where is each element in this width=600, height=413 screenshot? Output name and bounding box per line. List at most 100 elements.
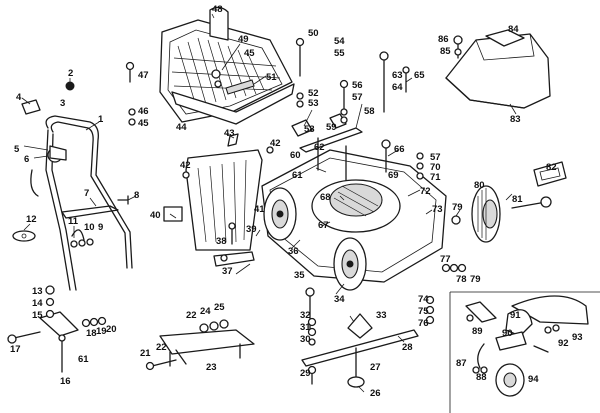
callout-77: 77	[440, 254, 451, 265]
callout-68: 68	[320, 192, 331, 203]
callout-52: 52	[308, 88, 319, 99]
callout-17: 17	[10, 344, 21, 355]
callout-74: 74	[418, 294, 429, 305]
callout-2: 2	[68, 68, 73, 79]
callout-57-b: 57	[430, 152, 441, 163]
callout-71: 71	[430, 172, 441, 183]
callout-40: 40	[150, 210, 161, 221]
lower-handle-bracket	[7, 285, 107, 373]
callout-91: 91	[510, 310, 521, 321]
callout-57-a: 57	[352, 92, 363, 103]
callout-51: 51	[266, 72, 277, 83]
callout-60: 60	[290, 150, 301, 161]
callout-88: 88	[476, 372, 487, 383]
callout-9: 9	[98, 222, 103, 233]
callout-24: 24	[200, 306, 211, 317]
callout-labels: 1 2 4 3 5 6 7 8 11 10 9 12 13 14 15 17 1…	[10, 4, 583, 399]
callout-25: 25	[214, 302, 225, 313]
callout-86: 86	[438, 34, 449, 45]
callout-29: 29	[300, 368, 311, 379]
callout-31: 31	[300, 322, 311, 333]
callout-33: 33	[376, 310, 387, 321]
callout-45-b: 45	[244, 48, 255, 59]
callout-87: 87	[456, 358, 467, 369]
callout-32: 32	[300, 310, 311, 321]
rear-flap	[163, 133, 274, 267]
callout-59: 59	[326, 122, 337, 133]
callout-42-a: 42	[180, 160, 191, 171]
callout-7: 7	[84, 188, 89, 199]
callout-65: 65	[414, 70, 425, 81]
callout-73: 73	[432, 204, 443, 215]
motor-cover	[445, 29, 551, 109]
callout-67: 67	[318, 220, 329, 231]
callout-39: 39	[246, 224, 257, 235]
callout-78: 78	[456, 274, 467, 285]
callout-43: 43	[224, 128, 235, 139]
mower-deck	[261, 37, 447, 283]
callout-13: 13	[32, 286, 43, 297]
callout-49: 49	[238, 34, 249, 45]
callout-44: 44	[176, 122, 187, 133]
callout-8: 8	[134, 190, 139, 201]
callout-6: 6	[24, 154, 29, 165]
callout-79-b: 79	[470, 274, 481, 285]
callout-75: 75	[418, 306, 429, 317]
callout-46: 46	[138, 106, 149, 117]
callout-21: 21	[140, 348, 151, 359]
callout-23: 23	[206, 362, 217, 373]
rear-wheel-lower	[333, 237, 367, 291]
callout-41: 41	[254, 204, 265, 215]
callout-38: 38	[216, 236, 227, 247]
callout-83: 83	[510, 114, 521, 125]
callout-69: 69	[388, 170, 399, 181]
callout-53: 53	[308, 98, 319, 109]
callout-70: 70	[430, 162, 441, 173]
callout-10: 10	[84, 222, 95, 233]
callout-63: 63	[392, 70, 403, 81]
callout-19: 19	[96, 326, 107, 337]
axle-spacers	[425, 263, 467, 325]
callout-50: 50	[308, 28, 319, 39]
callout-84: 84	[508, 24, 519, 35]
callout-82: 82	[546, 162, 557, 173]
callout-54: 54	[334, 36, 345, 47]
callout-61-lower: 61	[78, 354, 89, 365]
grass-catcher	[125, 6, 295, 126]
callout-11: 11	[68, 216, 79, 227]
callout-56: 56	[352, 80, 363, 91]
callout-92: 92	[558, 338, 569, 349]
callout-5: 5	[14, 144, 20, 155]
callout-16: 16	[60, 376, 71, 387]
callout-62: 62	[314, 142, 325, 153]
callout-66: 66	[394, 144, 405, 155]
callout-22-a: 22	[156, 342, 167, 353]
callout-1: 1	[98, 114, 104, 125]
callout-81: 81	[512, 194, 523, 205]
callout-26: 26	[370, 388, 381, 399]
callout-79-a: 79	[452, 202, 463, 213]
callout-64: 64	[392, 82, 403, 93]
callout-30: 30	[300, 334, 311, 345]
detached-wheel	[451, 161, 567, 243]
callout-22-b: 22	[186, 310, 197, 321]
callout-28: 28	[402, 342, 413, 353]
callout-37: 37	[222, 266, 233, 277]
handle-assembly	[12, 81, 133, 291]
callout-94: 94	[528, 374, 539, 385]
callout-3: 3	[60, 98, 65, 109]
callout-90: 90	[502, 328, 513, 339]
callout-4: 4	[16, 92, 22, 103]
callout-27: 27	[370, 362, 381, 373]
height-adjust-lever	[145, 319, 255, 371]
callout-93: 93	[572, 332, 583, 343]
callout-61-deck: 61	[292, 170, 303, 181]
callout-35: 35	[294, 270, 305, 281]
callout-14: 14	[32, 298, 43, 309]
callout-80: 80	[474, 180, 485, 191]
callout-42-b: 42	[270, 138, 281, 149]
callout-36: 36	[288, 246, 299, 257]
callout-48: 48	[212, 4, 223, 15]
callout-72: 72	[420, 186, 431, 197]
